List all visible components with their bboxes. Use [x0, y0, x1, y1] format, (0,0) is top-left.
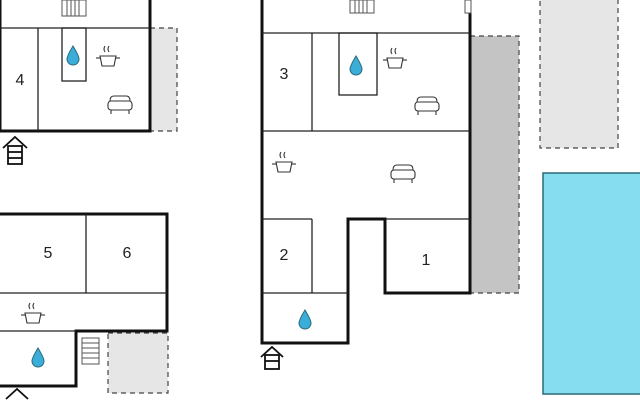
water-drop-icon [31, 347, 45, 368]
entrance-arrow-icon [2, 135, 28, 165]
room-label: 2 [280, 247, 289, 264]
cooking-pot-icon [383, 47, 407, 69]
radiator-icon [349, 0, 375, 14]
sofa-icon [107, 95, 133, 114]
cooking-pot-icon [21, 302, 45, 324]
cooking-pot-icon [96, 45, 120, 67]
building-bottom-left [0, 212, 169, 388]
water-drop-icon [349, 55, 363, 76]
room-label: 6 [123, 245, 132, 262]
entrance-arrow-icon [260, 345, 284, 370]
radiator-icon [61, 0, 87, 17]
chimney-icon [464, 0, 472, 14]
terrace-bottom-left [107, 332, 169, 394]
terrace-middle [469, 35, 520, 294]
room-label: 3 [280, 66, 289, 83]
entrance-arrow-icon [5, 387, 29, 400]
room-label: 4 [16, 72, 25, 89]
terrace-left-top [149, 27, 178, 132]
sofa-icon [414, 96, 440, 115]
radiator-icon [81, 337, 100, 365]
terrace-right-top [539, 0, 619, 149]
sofa-icon [390, 164, 416, 183]
room-label: 1 [422, 252, 431, 269]
building-center [260, 0, 472, 345]
cooking-pot-icon [272, 151, 296, 173]
building-top-left [0, 0, 152, 133]
water-drop-icon [298, 309, 312, 330]
water-drop-icon [66, 45, 80, 66]
swimming-pool [542, 172, 640, 395]
room-label: 5 [44, 245, 53, 262]
